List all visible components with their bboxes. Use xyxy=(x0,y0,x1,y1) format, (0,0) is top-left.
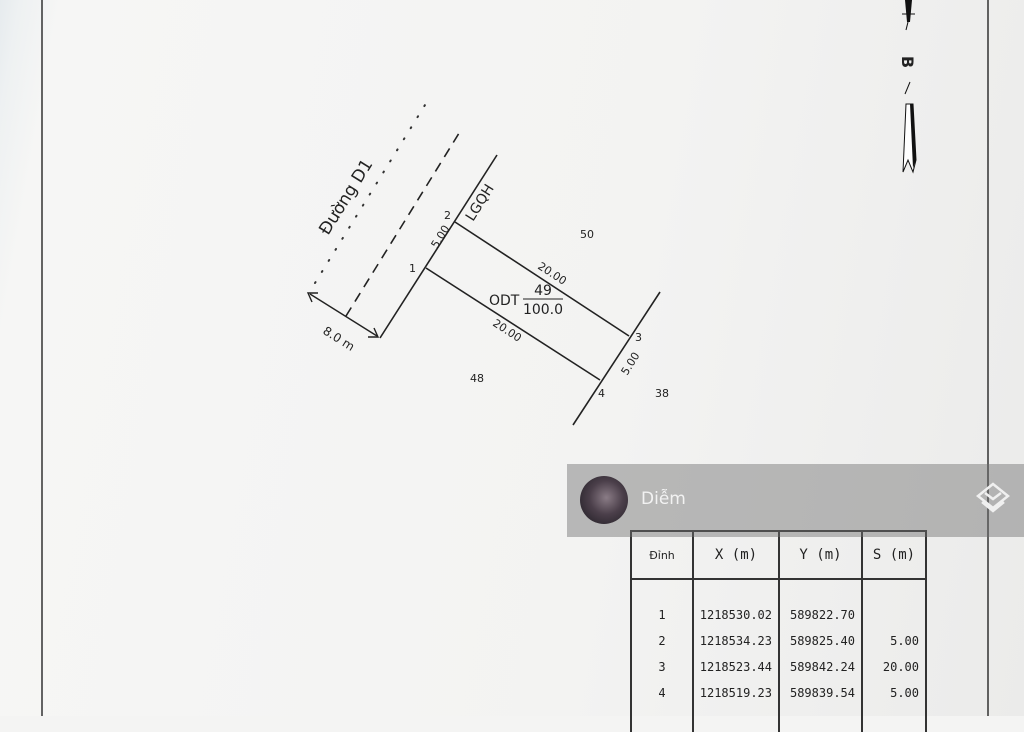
cell: 5.00 xyxy=(861,680,927,706)
column-header: Y (m) xyxy=(778,530,863,580)
boundary-label: LGQH xyxy=(463,182,498,225)
cell: 2 xyxy=(630,628,694,654)
cell: 4 xyxy=(630,680,694,706)
cell: 589842.24 xyxy=(778,654,863,680)
cell: 589839.54 xyxy=(778,680,863,706)
coordinates-table: Đỉnh X (m) Y (m) S (m) 1 1218530.02 5898… xyxy=(630,530,927,732)
north-arrow-icon: B xyxy=(898,0,917,174)
vertex-label: 2 xyxy=(444,209,451,222)
cell: 5.00 xyxy=(861,628,927,654)
user-avatar[interactable] xyxy=(580,476,628,524)
land-type-label: ODT xyxy=(489,293,520,309)
table-row: 4 1218519.23 589839.54 5.00 xyxy=(630,680,927,706)
road-width-label: 8.0 m xyxy=(320,324,357,354)
boundary-line-front xyxy=(379,154,498,339)
cell: 3 xyxy=(630,654,694,680)
parcel-area: 100.0 xyxy=(523,302,563,318)
table-row: 2 1218534.23 589825.40 5.00 xyxy=(630,628,927,654)
table-header-row: Đỉnh X (m) Y (m) S (m) xyxy=(630,530,927,580)
vertex-label: 3 xyxy=(635,331,642,344)
parcel-edge-1-4 xyxy=(425,267,601,381)
road-centerline xyxy=(345,129,462,317)
edge-length-label: 5.00 xyxy=(619,350,643,378)
parcel-edge-2-3 xyxy=(454,221,630,337)
cadastral-drawing: B 8.0 m Đường D1 LGQH 1 2 3 4 5.00 20.00… xyxy=(41,0,989,716)
boundary-line-back xyxy=(572,291,661,426)
cell: 1 xyxy=(630,602,694,628)
dimension-arrow-icon xyxy=(306,292,318,303)
column-header: S (m) xyxy=(861,530,927,580)
column-header: Đỉnh xyxy=(630,530,694,580)
north-label: B xyxy=(898,56,917,68)
cell: 589822.70 xyxy=(778,602,863,628)
table-row: 1 1218530.02 589822.70 xyxy=(630,602,927,628)
dimension-arrow-icon xyxy=(368,327,380,338)
parcel-number: 49 xyxy=(534,283,552,299)
cell xyxy=(861,602,927,628)
watermark-overlay xyxy=(567,464,1024,537)
vertex-label: 1 xyxy=(409,262,416,275)
cell: 589825.40 xyxy=(778,628,863,654)
cell: 1218530.02 xyxy=(692,602,780,628)
table-row: 3 1218523.44 589842.24 20.00 xyxy=(630,654,927,680)
edge-length-label: 5.00 xyxy=(429,223,453,251)
road-name: Đường D1 xyxy=(315,156,377,239)
cell: 1218534.23 xyxy=(692,628,780,654)
road-width-dimension xyxy=(309,293,378,337)
road-edge-dotted xyxy=(314,104,426,284)
cell: 20.00 xyxy=(861,654,927,680)
column-header: X (m) xyxy=(692,530,780,580)
vertex-label: 4 xyxy=(598,387,605,400)
neighbor-parcel-label: 50 xyxy=(580,228,594,241)
user-name[interactable]: Diễm xyxy=(641,489,686,509)
neighbor-parcel-label: 48 xyxy=(470,372,484,385)
cell: 1218519.23 xyxy=(692,680,780,706)
cell: 1218523.44 xyxy=(692,654,780,680)
layers-icon[interactable] xyxy=(975,482,1011,518)
neighbor-parcel-label: 38 xyxy=(655,387,669,400)
